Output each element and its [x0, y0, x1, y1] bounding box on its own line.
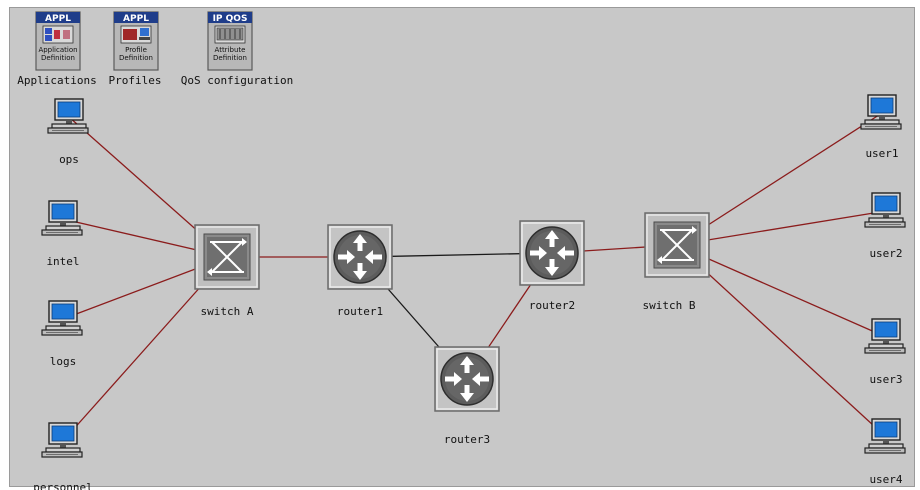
- intel-workstation-icon[interactable]: [40, 199, 86, 237]
- logs-label: logs: [49, 355, 77, 368]
- personnel-label: personnel: [33, 481, 93, 490]
- user1-workstation-icon[interactable]: [859, 93, 905, 131]
- user2-label: user2: [869, 247, 903, 260]
- switchB-label: switch B: [642, 299, 696, 312]
- config-banner-text: IP QOS: [213, 14, 248, 24]
- ops-label: ops: [59, 153, 79, 166]
- router1-router-icon[interactable]: [327, 224, 393, 290]
- router3-label: router3: [443, 433, 491, 446]
- router1-label: router1: [336, 305, 384, 318]
- config-banner-text: APPL: [123, 14, 149, 24]
- link-switchB-user3[interactable]: [676, 244, 887, 338]
- user3-label: user3: [869, 373, 903, 386]
- config-caption: Application: [38, 46, 77, 54]
- router3-router-icon[interactable]: [434, 346, 500, 412]
- config-caption: Definition: [213, 54, 247, 62]
- switchA-switch-icon[interactable]: [194, 224, 260, 290]
- router2-label: router2: [528, 299, 576, 312]
- switchB-switch-icon[interactable]: [644, 212, 710, 278]
- link-switchB-user1[interactable]: [676, 112, 883, 246]
- config-caption: Attribute: [215, 46, 246, 54]
- user1-label: user1: [865, 147, 899, 160]
- link-switchB-user4[interactable]: [676, 244, 887, 438]
- personnel-workstation-icon[interactable]: [40, 421, 86, 459]
- ops-workstation-icon[interactable]: [46, 97, 92, 135]
- config-label: Profiles: [108, 74, 162, 87]
- config-label: QoS configuration: [180, 74, 294, 87]
- config-caption: Definition: [41, 54, 75, 62]
- user3-workstation-icon[interactable]: [863, 317, 909, 355]
- diagram-canvas: ops intel logs personnel switch A router1 rout…: [9, 7, 915, 490]
- user4-label: user4: [869, 473, 903, 486]
- link-switchB-user2[interactable]: [676, 210, 887, 246]
- logs-workstation-icon[interactable]: [40, 299, 86, 337]
- router2-router-icon[interactable]: [519, 220, 585, 286]
- config-banner-text: APPL: [45, 14, 71, 24]
- switchA-label: switch A: [200, 305, 254, 318]
- user4-workstation-icon[interactable]: [863, 417, 909, 455]
- config-caption: Definition: [119, 54, 153, 62]
- user2-workstation-icon[interactable]: [863, 191, 909, 229]
- config-caption: Profile: [125, 46, 147, 54]
- config-label: Applications: [17, 74, 97, 87]
- intel-label: intel: [46, 255, 80, 268]
